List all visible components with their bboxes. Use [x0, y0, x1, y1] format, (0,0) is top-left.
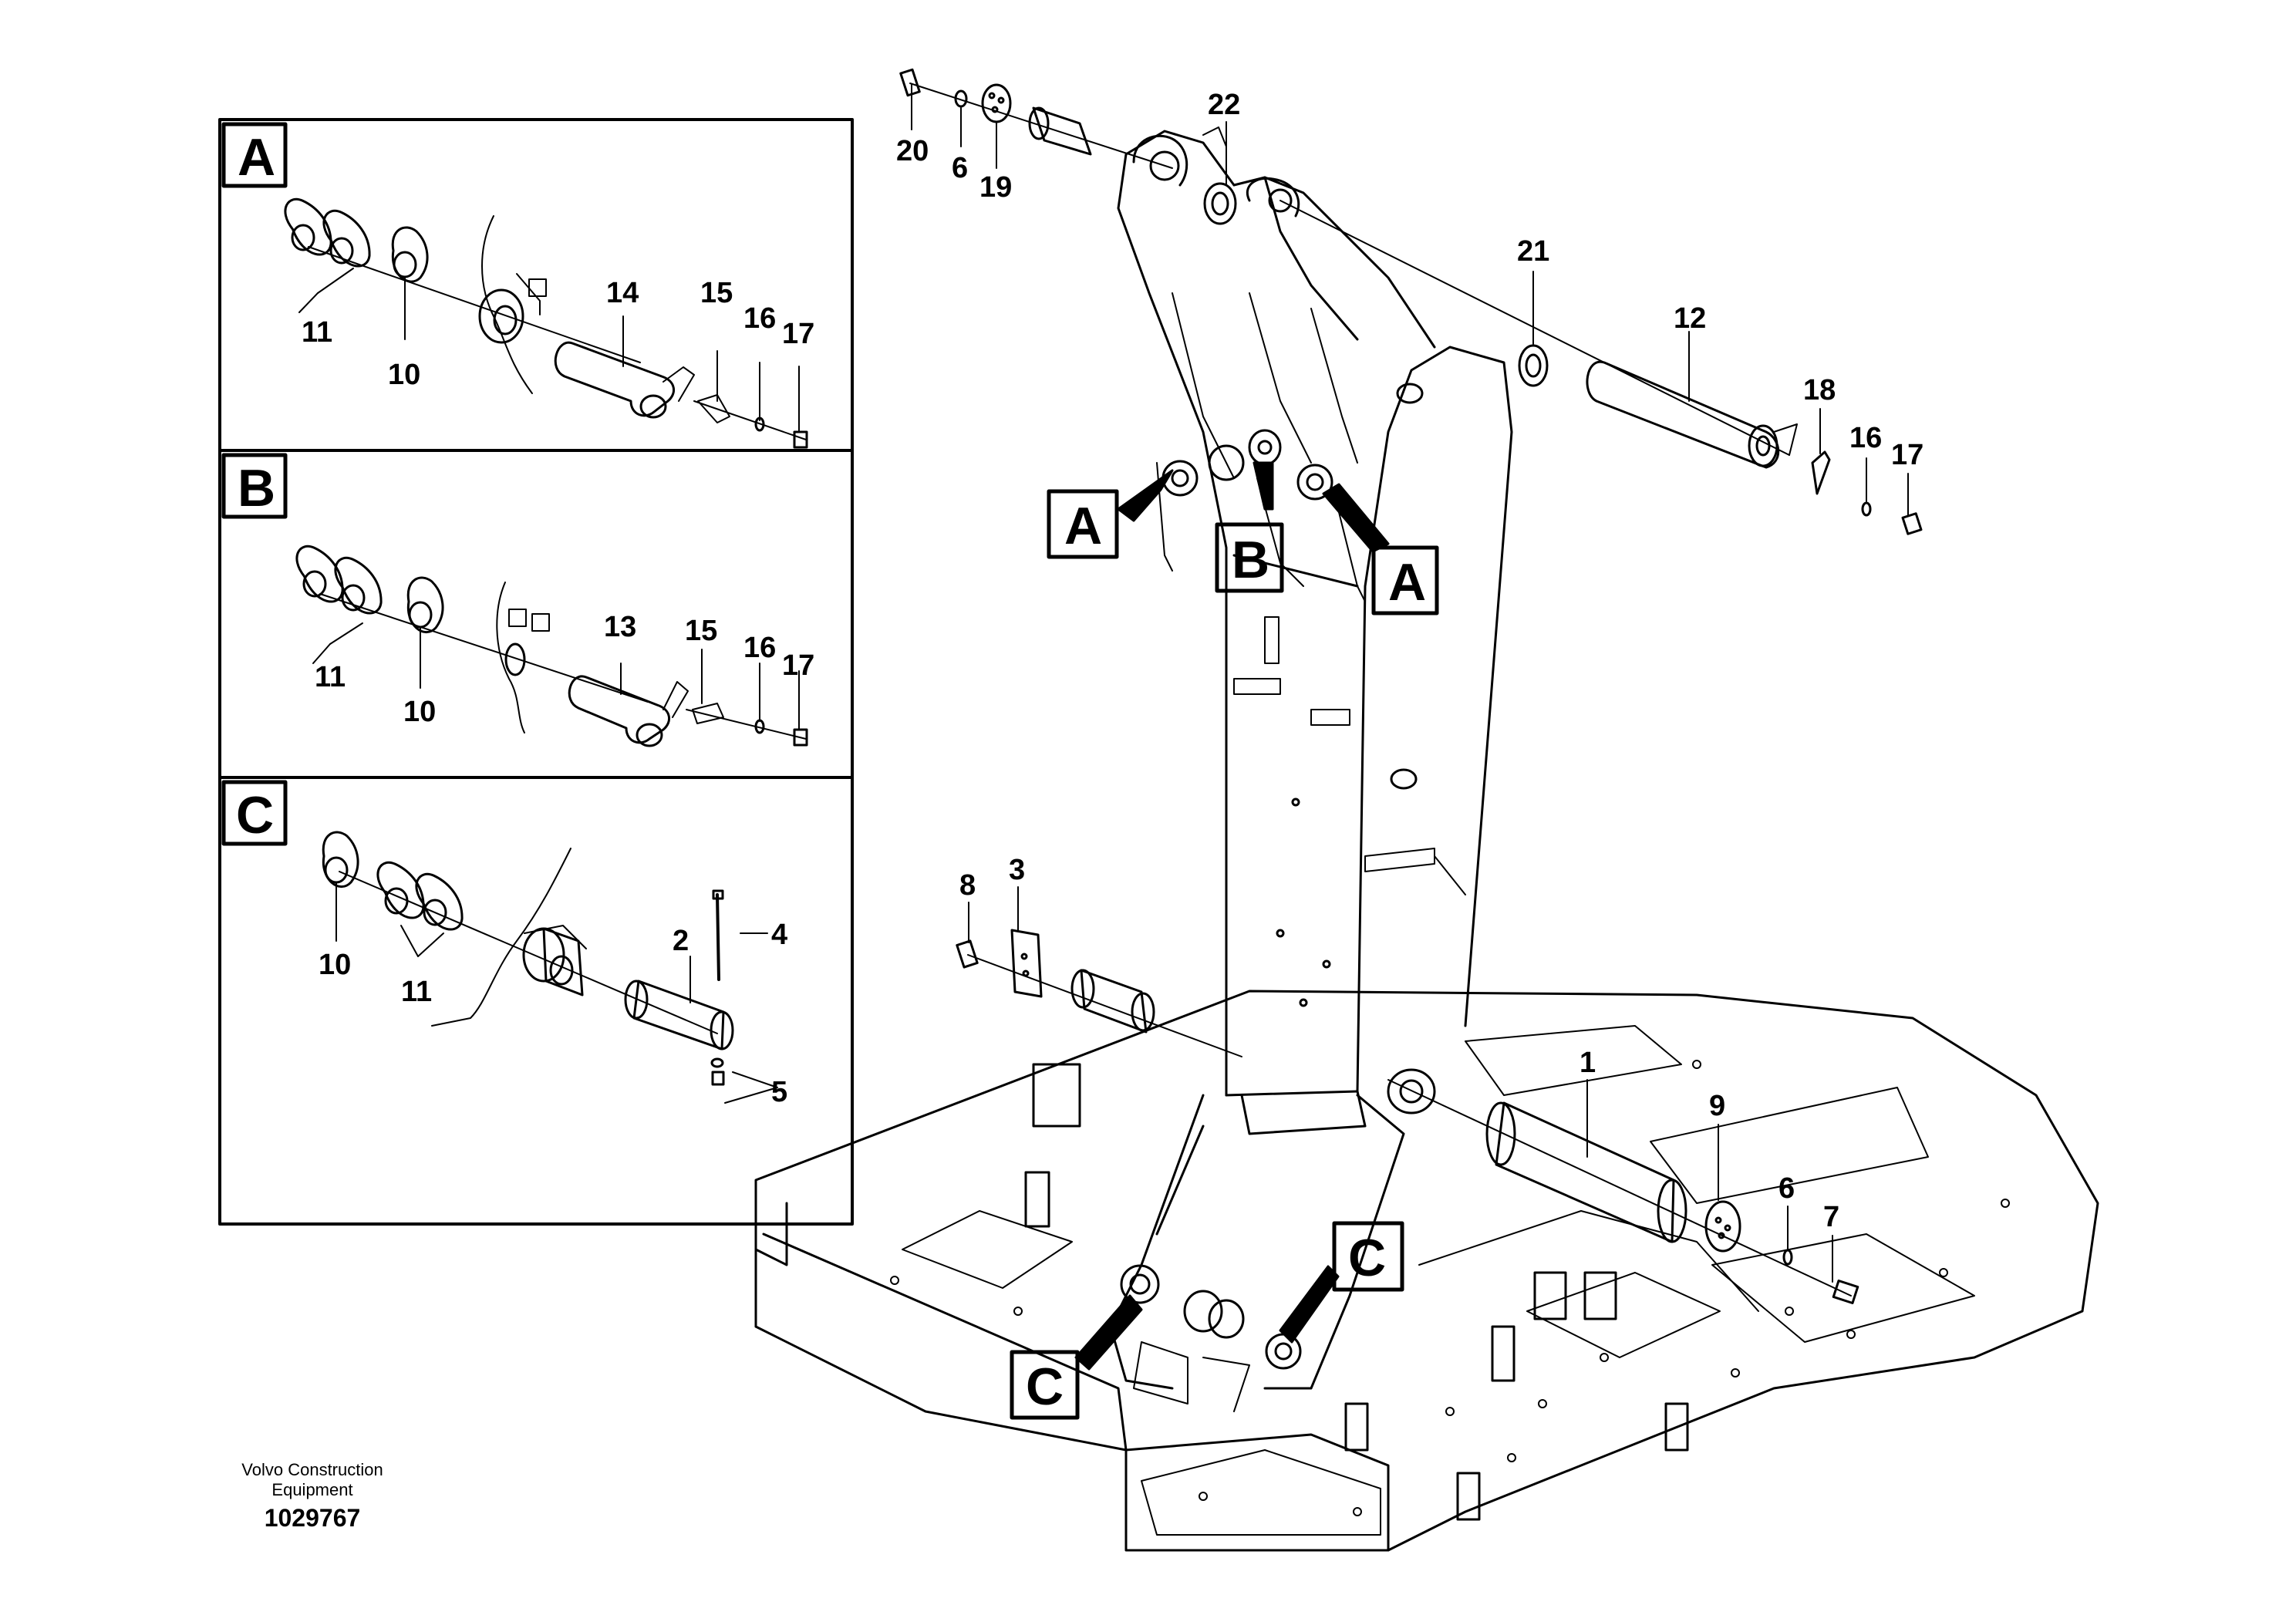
company-name-line1: Volvo Construction [241, 1460, 383, 1479]
part-label-3: 3 [1009, 854, 1025, 886]
detail-c-label-11: 11 [401, 976, 432, 1008]
top-pin-assembly [899, 68, 1237, 225]
detail-panel-frames [218, 118, 854, 1226]
detail-panel-a-letter: A [238, 128, 275, 187]
part-label-21: 21 [1517, 235, 1549, 268]
callout-c-left: C [1026, 1357, 1064, 1416]
company-name-line2: Equipment [271, 1480, 353, 1499]
detail-b-label-15: 15 [685, 615, 717, 647]
part-label-6-top: 6 [952, 152, 968, 184]
part-label-8: 8 [959, 869, 976, 902]
detail-c-label-4: 4 [771, 919, 787, 951]
detail-b-label-16: 16 [743, 632, 776, 664]
callout-boxes [221, 122, 1439, 1420]
detail-b-label-11: 11 [315, 661, 346, 693]
callout-leaders [1074, 461, 1390, 1371]
detail-c-label-10: 10 [319, 949, 351, 981]
detail-c-drawing [322, 831, 778, 1104]
detail-b-label-13: 13 [604, 611, 636, 643]
boom [1109, 130, 1513, 1412]
part-label-1: 1 [1580, 1047, 1596, 1079]
middle-pin-assembly [956, 929, 1242, 1057]
detail-a-label-10: 10 [388, 359, 420, 391]
detail-a-label-16: 16 [743, 302, 776, 335]
part-label-12: 12 [1674, 302, 1706, 335]
detail-c-label-5: 5 [771, 1076, 787, 1108]
part-label-18: 18 [1803, 374, 1836, 406]
detail-a-drawing [284, 197, 808, 449]
company-name: Volvo Construction Equipment [224, 1460, 401, 1500]
part-label-19: 19 [979, 171, 1012, 204]
callout-b: B [1232, 531, 1269, 589]
detail-b-label-17: 17 [782, 649, 814, 682]
callout-a-right: A [1388, 553, 1426, 612]
part-label-22: 22 [1208, 89, 1240, 121]
base-frame [754, 990, 2099, 1552]
part-label-16-right: 16 [1849, 422, 1882, 454]
part-label-17-right: 17 [1891, 439, 1923, 471]
detail-panel-c-letter: C [236, 786, 274, 845]
detail-a-label-11: 11 [302, 316, 332, 349]
detail-a-label-17: 17 [782, 318, 814, 350]
detail-c-label-2: 2 [673, 925, 689, 957]
lower-right-pin-assembly [1387, 1079, 1859, 1304]
part-label-9: 9 [1709, 1090, 1725, 1122]
upper-right-pin-assembly [1279, 200, 1923, 535]
callout-c-right: C [1348, 1229, 1386, 1287]
part-label-7: 7 [1823, 1201, 1839, 1233]
document-number: 1029767 [264, 1504, 361, 1532]
detail-a-label-15: 15 [700, 277, 733, 309]
part-label-6-bottom: 6 [1778, 1172, 1795, 1205]
part-leaders [911, 84, 1909, 1283]
callout-a-left: A [1064, 497, 1102, 555]
detail-b-label-10: 10 [403, 696, 436, 728]
detail-a-label-14: 14 [606, 277, 639, 309]
part-label-20: 20 [896, 135, 929, 167]
detail-panel-b-letter: B [238, 459, 275, 518]
detail-b-drawing [295, 545, 808, 747]
